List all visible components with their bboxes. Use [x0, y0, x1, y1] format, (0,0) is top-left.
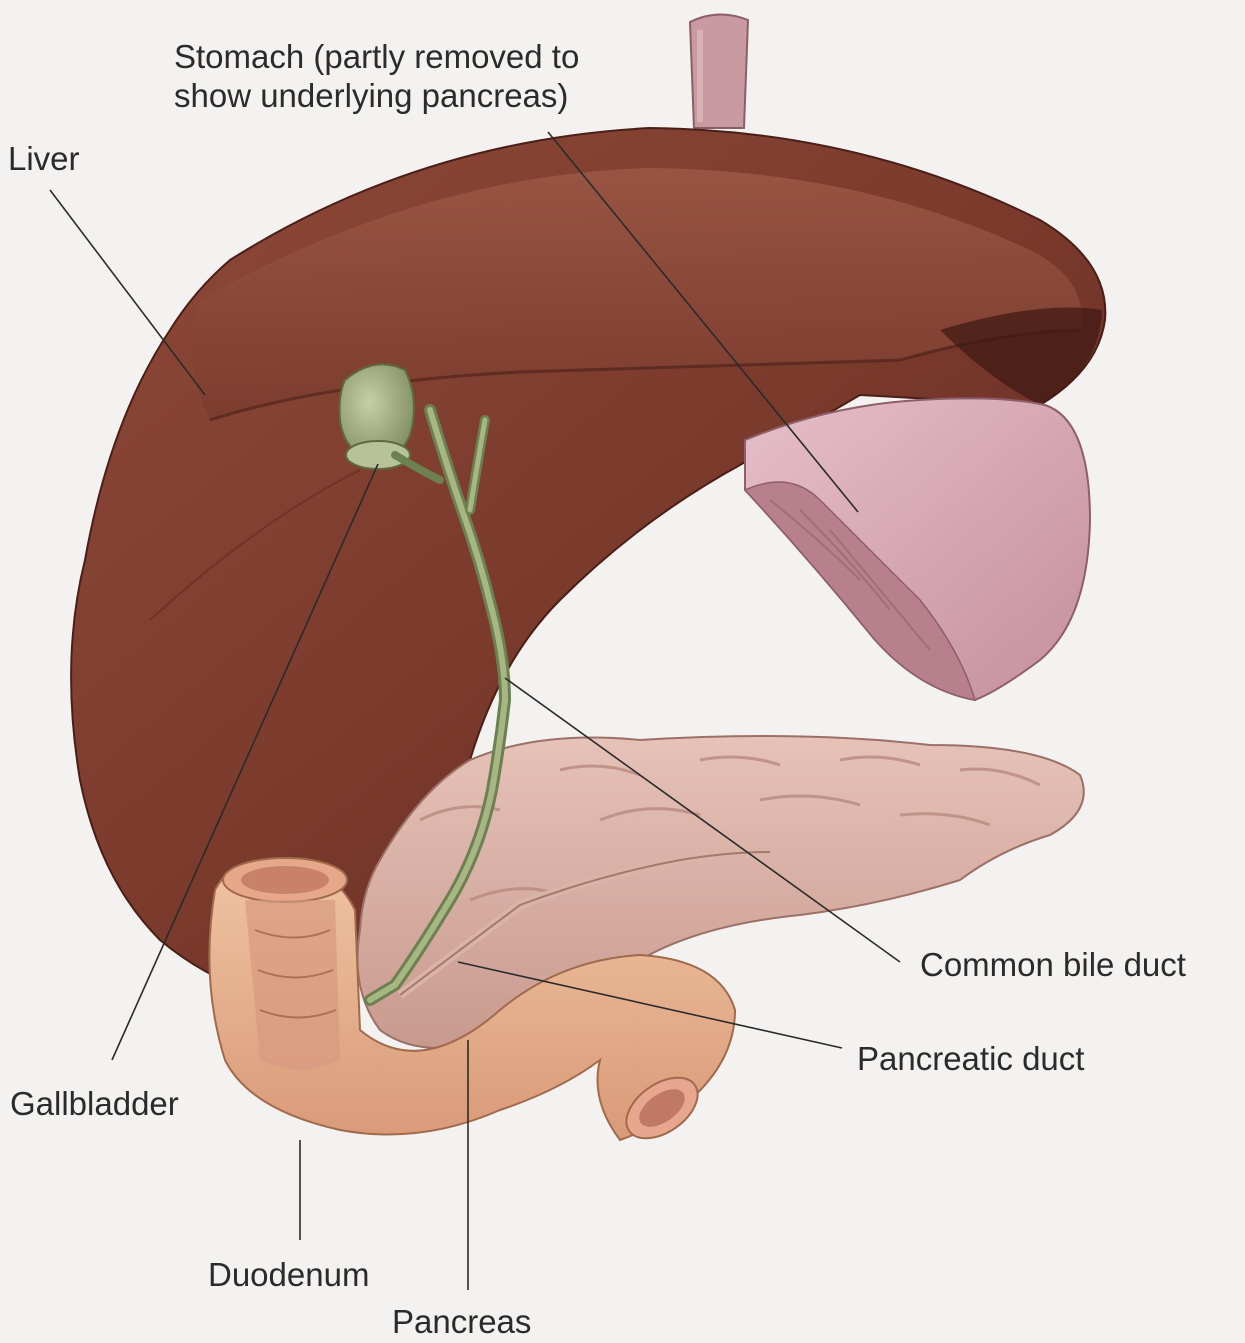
gallbladder-label: Gallbladder [10, 1085, 179, 1124]
gallbladder [340, 364, 414, 469]
common-bile-duct-label: Common bile duct [920, 946, 1186, 985]
esophagus [690, 14, 748, 128]
duodenum-label: Duodenum [208, 1256, 369, 1295]
stomach-label-line-1: Stomach (partly removed to [174, 38, 579, 77]
stomach-label: Stomach (partly removed to show underlyi… [174, 38, 579, 116]
stomach [745, 398, 1090, 700]
pancreatic-duct-label: Pancreatic duct [857, 1040, 1084, 1079]
leader-line-liver [50, 190, 205, 395]
pancreas-label: Pancreas [392, 1303, 531, 1342]
liver-label: Liver [8, 140, 80, 179]
stomach-label-line-2: show underlying pancreas) [174, 77, 579, 116]
